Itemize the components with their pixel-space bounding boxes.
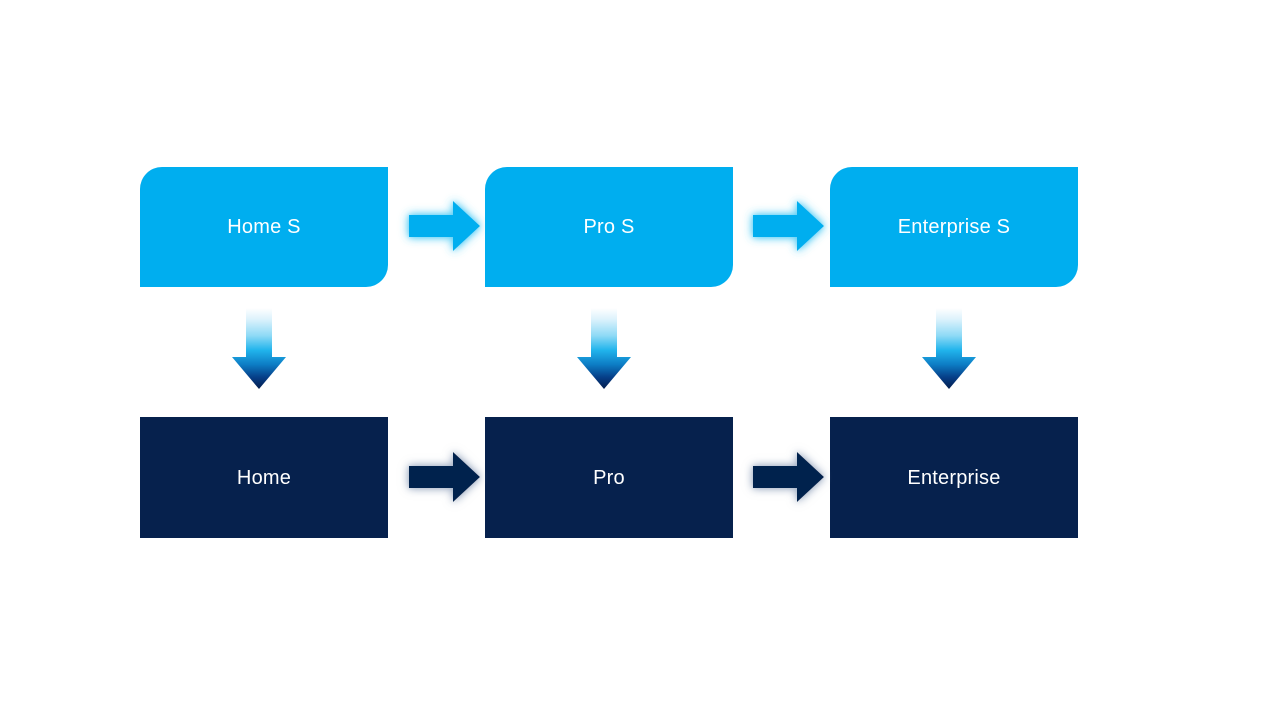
arrow-enterprise-s-to-enterprise <box>921 308 977 390</box>
arrow-home-to-pro <box>409 450 481 504</box>
node-label: Home <box>236 466 292 489</box>
arrow-pro-s-to-enterprise-s <box>753 199 825 253</box>
arrow-pro-s-to-pro <box>576 308 632 390</box>
arrow-down-icon <box>922 308 976 389</box>
node-label: Pro S <box>583 216 635 238</box>
arrow-home-s-to-pro-s <box>409 199 481 253</box>
node-pro-s[interactable]: Pro S <box>485 167 733 287</box>
node-pro[interactable]: Pro <box>485 417 733 538</box>
arrow-pro-to-enterprise <box>753 450 825 504</box>
node-label: Pro <box>593 466 625 489</box>
arrow-right-icon <box>409 452 480 502</box>
node-home[interactable]: Home <box>140 417 388 538</box>
node-label: Enterprise <box>907 466 1001 489</box>
node-home-s[interactable]: Home S <box>140 167 388 287</box>
node-label: Enterprise S <box>897 216 1011 238</box>
node-enterprise[interactable]: Enterprise <box>830 417 1078 538</box>
arrow-home-s-to-home <box>231 308 287 390</box>
arrow-right-icon <box>409 201 480 251</box>
node-enterprise-s[interactable]: Enterprise S <box>830 167 1078 287</box>
node-label: Home S <box>227 216 301 238</box>
arrow-down-icon <box>577 308 631 389</box>
arrow-right-icon <box>753 452 824 502</box>
arrow-right-icon <box>753 201 824 251</box>
arrow-down-icon <box>232 308 286 389</box>
